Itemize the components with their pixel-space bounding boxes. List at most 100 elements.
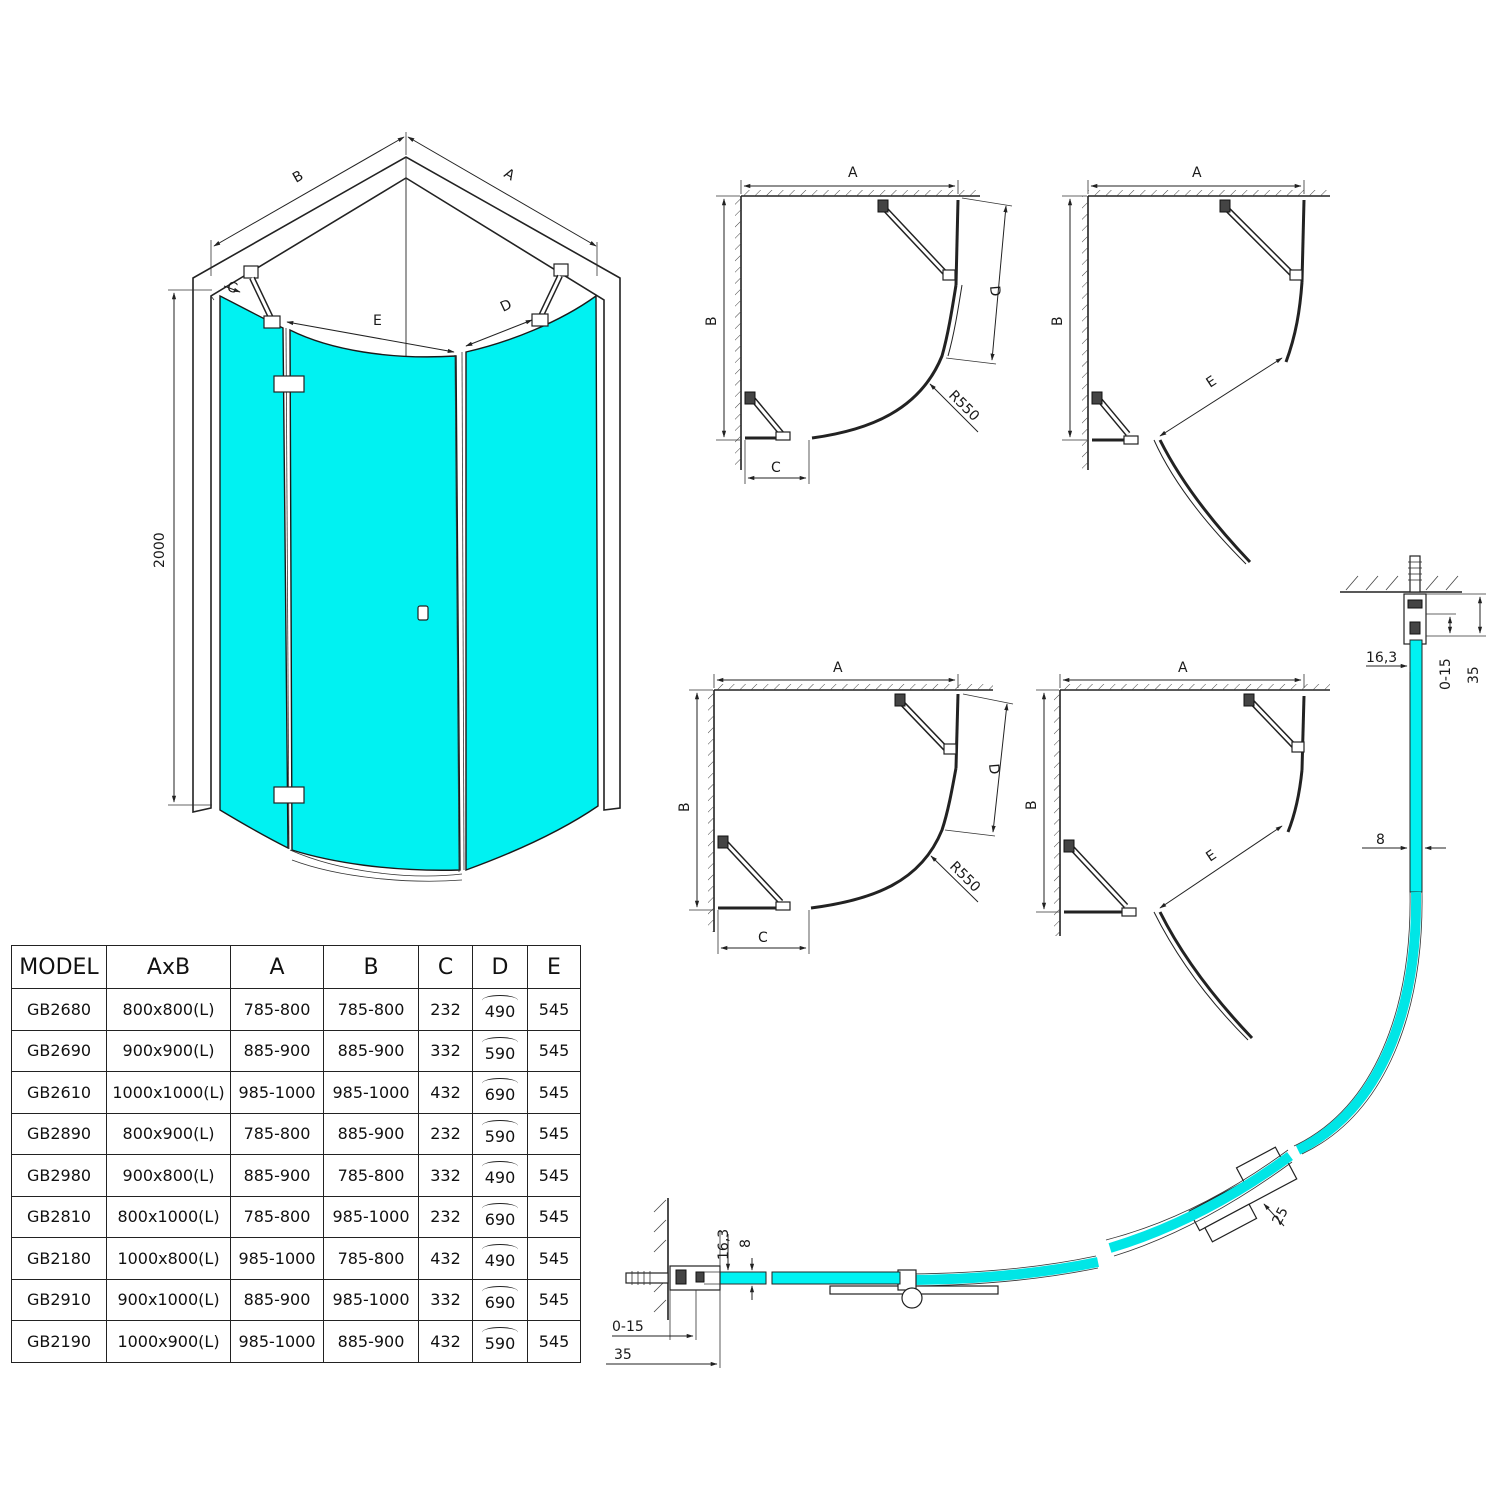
cell-d: 590 bbox=[472, 1112, 528, 1155]
cell-d: 490 bbox=[472, 1237, 528, 1280]
plan2-label-a: A bbox=[1192, 165, 1202, 181]
cell-model: GB2180 bbox=[11, 1237, 107, 1280]
cell-d: 690 bbox=[472, 1278, 528, 1321]
cell-c: 232 bbox=[418, 1195, 473, 1238]
section-label-8-vertical: 8 bbox=[1376, 832, 1385, 848]
section-label-35-top: 35 bbox=[1466, 666, 1482, 684]
cell-c: 332 bbox=[418, 1154, 473, 1197]
arc-length-value: 490 bbox=[481, 1244, 518, 1270]
cell-axb: 1000x800(L) bbox=[106, 1237, 231, 1280]
plan1-label-d: D bbox=[986, 285, 1003, 297]
header-axb: AxB bbox=[106, 945, 231, 989]
model-spec-table: MODEL AxB A B C D E GB2680 800x800(L) 78… bbox=[11, 945, 581, 1363]
header-e: E bbox=[527, 945, 581, 989]
table-row: GB2610 1000x1000(L) 985-1000 985-1000 43… bbox=[11, 1071, 581, 1114]
cell-model: GB2980 bbox=[11, 1154, 107, 1197]
cell-axb: 900x1000(L) bbox=[106, 1278, 231, 1321]
cell-axb: 900x800(L) bbox=[106, 1154, 231, 1197]
plan-closed-bottom: A B C D R550 bbox=[677, 660, 1014, 954]
table-row: GB2910 900x1000(L) 885-900 985-1000 332 … bbox=[11, 1278, 581, 1321]
arc-length-value: 690 bbox=[481, 1078, 518, 1104]
iso-label-a: A bbox=[501, 166, 518, 185]
cell-model: GB2610 bbox=[11, 1071, 107, 1114]
plan1-label-c: C bbox=[771, 460, 781, 476]
cell-b: 885-900 bbox=[323, 1112, 419, 1155]
iso-right-fixed-panel bbox=[465, 294, 599, 871]
iso-door-panel[interactable] bbox=[289, 328, 461, 871]
iso-glass-panels bbox=[219, 294, 599, 882]
cell-d: 490 bbox=[472, 988, 528, 1031]
section-label-16-3-bottom: 16,3 bbox=[716, 1229, 732, 1260]
section-detail: 0-15 35 16,3 8 25 8 16,3 0-15 35 bbox=[606, 555, 1486, 1368]
plan1-label-a: A bbox=[848, 165, 858, 181]
cell-axb: 1000x900(L) bbox=[106, 1320, 231, 1363]
iso-label-2000: 2000 bbox=[152, 532, 168, 568]
cell-a: 785-800 bbox=[230, 988, 324, 1031]
section-label-0-15-top: 0-15 bbox=[1438, 658, 1454, 690]
header-a: A bbox=[230, 945, 324, 989]
cell-b: 785-800 bbox=[323, 1237, 419, 1280]
arc-length-value: 590 bbox=[481, 1327, 518, 1353]
cell-c: 332 bbox=[418, 1278, 473, 1321]
cell-model: GB2190 bbox=[11, 1320, 107, 1363]
arc-length-value: 490 bbox=[481, 995, 518, 1021]
cell-a: 785-800 bbox=[230, 1195, 324, 1238]
cell-b: 885-900 bbox=[323, 1320, 419, 1363]
cell-model: GB2680 bbox=[11, 988, 107, 1031]
cell-model: GB2890 bbox=[11, 1112, 107, 1155]
plan4-label-e: E bbox=[1203, 847, 1219, 865]
cell-c: 232 bbox=[418, 988, 473, 1031]
cell-a: 985-1000 bbox=[230, 1237, 324, 1280]
left-stabilizer-clamp bbox=[263, 315, 281, 329]
plan1-label-r550: R550 bbox=[945, 388, 982, 425]
right-stabilizer-clamp bbox=[531, 313, 549, 327]
table-row: GB2190 1000x900(L) 985-1000 885-900 432 … bbox=[11, 1320, 581, 1363]
right-stabilizer-bracket bbox=[553, 263, 569, 277]
cell-d: 490 bbox=[472, 1154, 528, 1197]
iso-label-d: D bbox=[498, 297, 515, 316]
cell-c: 432 bbox=[418, 1237, 473, 1280]
bottom-hinge bbox=[273, 786, 305, 804]
iso-dim-height: 2000 bbox=[152, 289, 212, 806]
section-label-0-15-bottom: 0-15 bbox=[612, 1319, 644, 1335]
cell-e: 545 bbox=[527, 1237, 581, 1280]
arc-length-value: 590 bbox=[481, 1119, 518, 1146]
cell-c: 432 bbox=[418, 1071, 473, 1114]
cell-e: 545 bbox=[527, 1112, 581, 1155]
section-label-16-3-top: 16,3 bbox=[1366, 650, 1397, 666]
cell-a: 885-900 bbox=[230, 1029, 324, 1072]
cell-axb: 900x900(L) bbox=[106, 1029, 231, 1072]
plan-closed-top: A B C D R550 bbox=[704, 165, 1013, 484]
cell-b: 785-800 bbox=[323, 988, 419, 1031]
plan-open-bottom: A B E bbox=[1024, 660, 1330, 1041]
cell-axb: 1000x1000(L) bbox=[106, 1071, 231, 1114]
table-row: GB2890 800x900(L) 785-800 885-900 232 59… bbox=[11, 1112, 581, 1155]
iso-label-c: C bbox=[225, 279, 240, 297]
header-model: MODEL bbox=[11, 945, 107, 989]
cell-a: 785-800 bbox=[230, 1112, 324, 1155]
plan3-label-r550: R550 bbox=[946, 859, 983, 896]
cell-b: 985-1000 bbox=[323, 1195, 419, 1238]
cell-e: 545 bbox=[527, 1029, 581, 1072]
table-row: GB2680 800x800(L) 785-800 785-800 232 49… bbox=[11, 988, 581, 1031]
cell-a: 985-1000 bbox=[230, 1320, 324, 1363]
plan2-label-e: E bbox=[1203, 373, 1219, 391]
cell-e: 545 bbox=[527, 1154, 581, 1197]
isometric-view: B A 2000 bbox=[152, 132, 621, 882]
cell-model: GB2910 bbox=[11, 1278, 107, 1321]
section-label-8-horizontal: 8 bbox=[738, 1239, 754, 1248]
cell-e: 545 bbox=[527, 1278, 581, 1321]
plan3-label-d: D bbox=[985, 763, 1002, 775]
table-row: GB2690 900x900(L) 885-900 885-900 332 59… bbox=[11, 1029, 581, 1072]
door-knob[interactable] bbox=[417, 605, 429, 621]
section-label-25: 25 bbox=[1269, 1205, 1291, 1228]
cell-model: GB2690 bbox=[11, 1029, 107, 1072]
cell-c: 232 bbox=[418, 1112, 473, 1155]
table-header-row: MODEL AxB A B C D E bbox=[11, 945, 581, 989]
plan3-label-b: B bbox=[677, 802, 693, 812]
iso-label-e: E bbox=[373, 313, 382, 329]
arc-length-value: 490 bbox=[481, 1161, 518, 1187]
iso-dim-top: B A bbox=[210, 132, 598, 276]
cell-b: 985-1000 bbox=[323, 1071, 419, 1114]
cell-axb: 800x1000(L) bbox=[106, 1195, 231, 1238]
